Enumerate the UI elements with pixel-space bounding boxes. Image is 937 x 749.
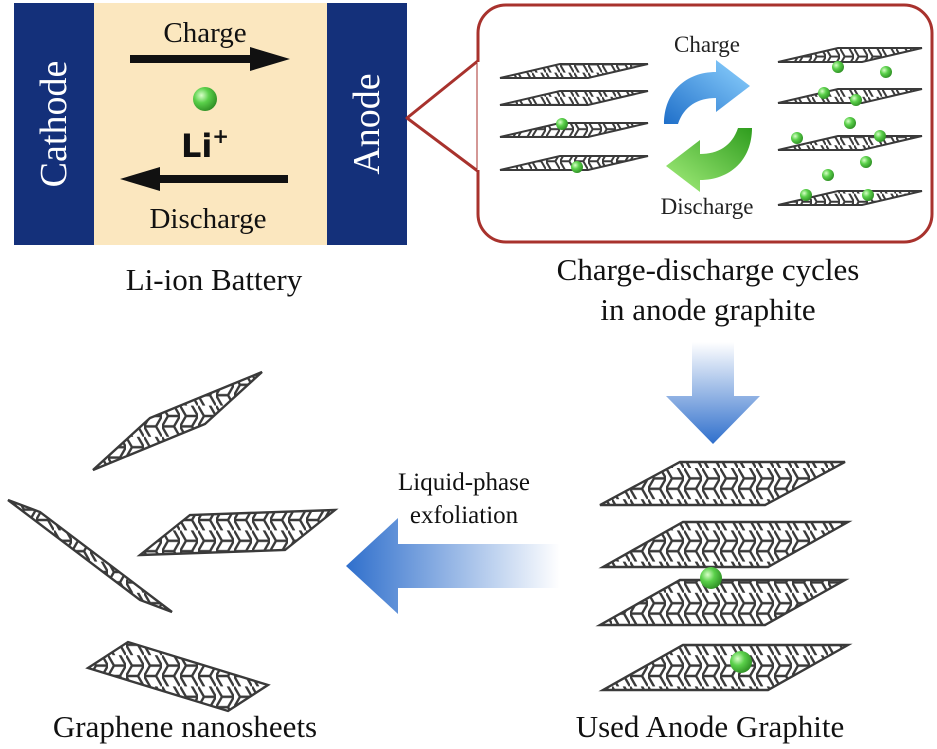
lithium-ion-icon: [832, 61, 844, 73]
exfoliation-step: Liquid-phase exfoliation: [346, 469, 560, 614]
graphene-sheet-icon: [499, 63, 649, 79]
lithium-ion-label: Li+: [181, 124, 229, 165]
battery-charge-label: Charge: [163, 17, 246, 49]
cathode-electrode: [14, 3, 94, 245]
cycle-charge-label: Charge: [674, 32, 740, 57]
graphene-sheet-icon: [777, 47, 923, 63]
process-down-arrow: [666, 342, 760, 444]
nanosheets-caption: Graphene nanosheets: [53, 709, 317, 744]
discharged-graphite-stack: [499, 63, 649, 173]
lithium-ion-icon: [571, 161, 583, 173]
graphene-sheet-icon: [598, 643, 853, 692]
used-anode-graphite: Used Anode Graphite: [576, 460, 853, 744]
cycle-discharge-label: Discharge: [661, 194, 754, 219]
lithium-ion-icon: [822, 169, 834, 181]
lithium-ion-icon: [700, 567, 722, 589]
lithium-ion-icon: [791, 132, 803, 144]
lithium-ion-icon: [850, 94, 862, 106]
battery-schematic: Cathode Anode Charge Li+ Discharge Li-io…: [14, 3, 407, 297]
graphene-sheet-icon: [499, 122, 649, 138]
lithium-ion-icon: [193, 87, 217, 111]
battery-caption: Li-ion Battery: [126, 262, 303, 297]
cathode-label: Cathode: [33, 61, 75, 188]
graphene-sheet-icon: [92, 370, 263, 472]
lithium-ion-icon: [818, 87, 830, 99]
battery-discharge-label: Discharge: [149, 203, 266, 235]
callout-pointer: [405, 58, 481, 174]
exfoliation-label-line1: Liquid-phase: [398, 469, 530, 496]
lithium-ion-icon: [874, 130, 886, 142]
graphene-sheet-icon: [136, 508, 339, 557]
graphene-sheet-icon: [499, 90, 649, 106]
discharge-direction-arrow: [120, 167, 288, 191]
lithium-ion-icon: [860, 156, 872, 168]
anode-label: Anode: [346, 73, 388, 174]
lithium-ion-icon: [800, 189, 812, 201]
graphene-sheet-icon: [595, 578, 850, 627]
exfoliation-label-line2: exfoliation: [410, 502, 519, 529]
graphene-sheet-icon: [598, 520, 853, 569]
cycle-arrows-icon: [664, 60, 750, 124]
graphene-sheet-icon: [777, 190, 923, 206]
cycle-caption-line2: in anode graphite: [600, 292, 815, 327]
graphene-sheet-icon: [599, 460, 846, 507]
cycle-arrows-icon: [666, 128, 752, 192]
exfoliation-arrow: [346, 518, 560, 614]
graphene-nanosheets: Graphene nanosheets: [7, 370, 339, 744]
graphene-sheet-icon: [777, 135, 923, 151]
cycle-callout: Charge Discharge Charge-discharge cycles…: [405, 3, 934, 327]
lithium-ion-icon: [880, 66, 892, 78]
graphene-sheet-icon: [85, 640, 271, 713]
lithium-ion-icon: [844, 117, 856, 129]
graphene-sheet-icon: [777, 88, 923, 104]
charge-direction-arrow: [130, 47, 290, 71]
lithium-ion-icon: [556, 118, 568, 130]
lithium-ion-icon: [862, 189, 874, 201]
used-graphite-caption: Used Anode Graphite: [576, 709, 845, 744]
cycle-caption-line1: Charge-discharge cycles: [557, 252, 860, 287]
anode-electrode: [327, 3, 407, 245]
graphene-sheet-icon: [7, 498, 173, 614]
lithium-ion-icon: [730, 651, 752, 673]
charged-graphite-stack: [777, 47, 923, 206]
